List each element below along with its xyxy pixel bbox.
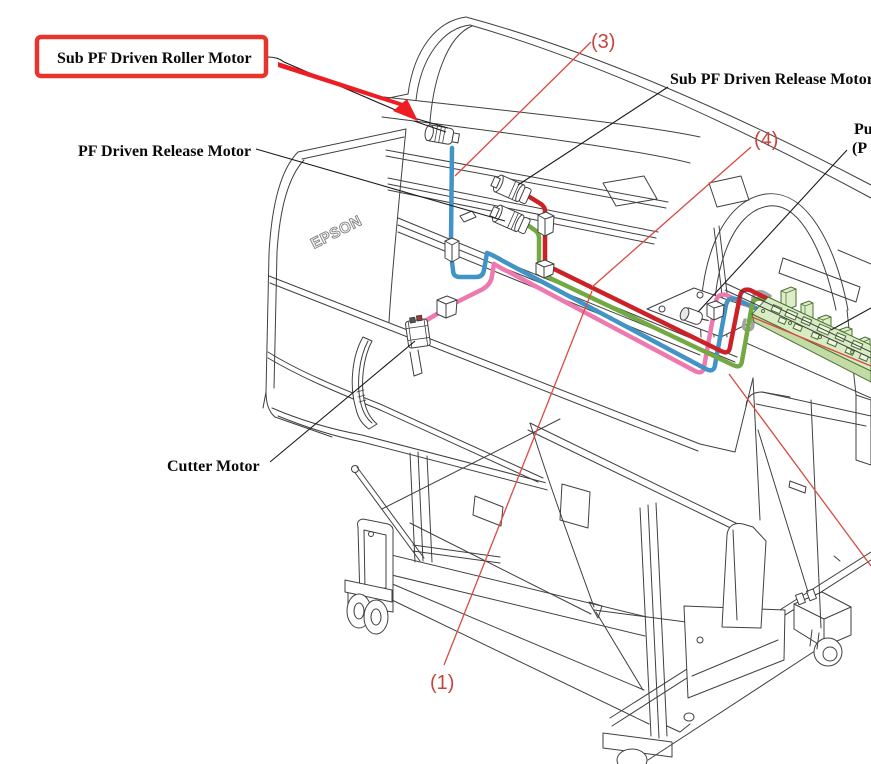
svg-text:PF Driven Release Motor: PF Driven Release Motor <box>78 143 251 160</box>
svg-text:Cutter Motor: Cutter Motor <box>167 458 260 475</box>
svg-text:(4): (4) <box>754 129 778 151</box>
svg-text:(3): (3) <box>591 31 615 53</box>
svg-text:(1): (1) <box>430 672 454 694</box>
svg-text:Sub PF Driven Release Motor: Sub PF Driven Release Motor <box>670 71 871 88</box>
svg-text:Pu: Pu <box>854 121 871 138</box>
svg-text:Sub PF Driven Roller Motor: Sub PF Driven Roller Motor <box>57 50 252 67</box>
svg-text:(P: (P <box>852 140 867 157</box>
